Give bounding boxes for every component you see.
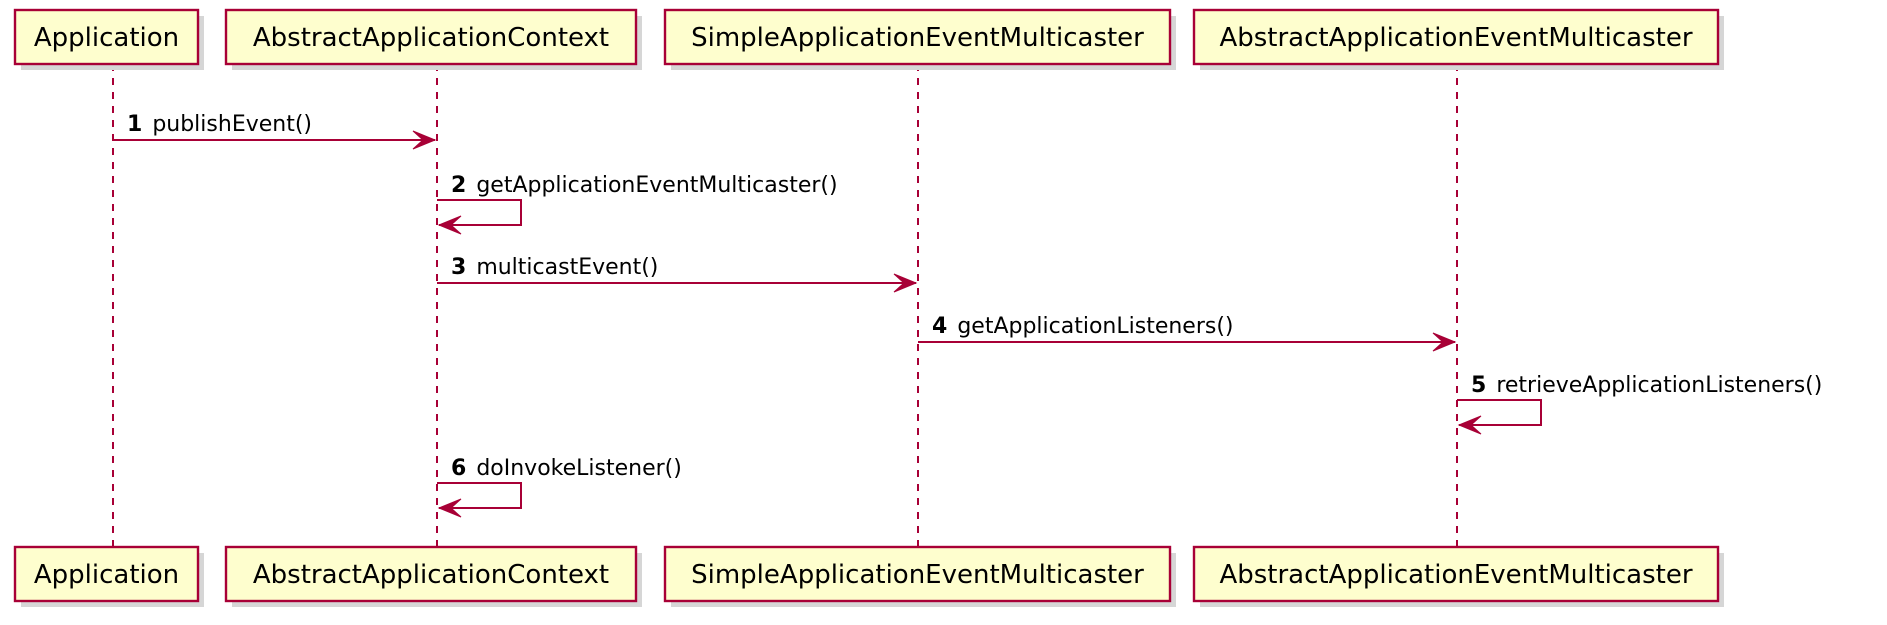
message-number: 1: [127, 112, 142, 137]
message-label: retrieveApplicationListeners(): [1496, 373, 1822, 398]
participant-abstract-application-context-top[interactable]: AbstractApplicationContext: [224, 8, 642, 70]
participant-label: Application: [34, 23, 179, 53]
message-arrow-line: [1457, 399, 1542, 426]
participant-label: SimpleApplicationEventMulticaster: [691, 560, 1144, 590]
message-label: publishEvent(): [152, 112, 312, 137]
message-number: 5: [1471, 373, 1486, 398]
message-2[interactable]: 2 getApplicationEventMulticaster(): [437, 173, 838, 235]
message-arrow-line: [437, 482, 522, 509]
message-text: 6 doInvokeListener(): [451, 456, 682, 481]
participant-application-bottom[interactable]: Application: [13, 545, 204, 607]
participant-simple-application-event-multicaster-bottom[interactable]: SimpleApplicationEventMulticaster: [663, 545, 1176, 607]
participant-label: AbstractApplicationEventMulticaster: [1219, 23, 1692, 53]
arrow-head-icon: [1457, 415, 1482, 435]
message-text: 3 multicastEvent(): [451, 255, 658, 280]
message-label: multicastEvent(): [476, 255, 658, 280]
message-number: 6: [451, 456, 466, 481]
message-4[interactable]: 4 getApplicationListeners(): [918, 314, 1457, 352]
participant-box: [224, 545, 638, 603]
message-text: 4 getApplicationListeners(): [932, 314, 1234, 339]
participant-label: Application: [34, 560, 179, 590]
participant-box: [1192, 545, 1720, 603]
arrow-head-icon: [437, 498, 462, 518]
message-label: getApplicationEventMulticaster(): [476, 173, 837, 198]
message-text: 5 retrieveApplicationListeners(): [1471, 373, 1822, 398]
arrow-head-icon: [412, 130, 437, 150]
participant-label: AbstractApplicationContext: [253, 23, 609, 53]
participant-box: [663, 8, 1172, 66]
participant-label: SimpleApplicationEventMulticaster: [691, 23, 1144, 53]
participant-box: [663, 545, 1172, 603]
participant-abstract-application-context-bottom[interactable]: AbstractApplicationContext: [224, 545, 642, 607]
message-arrow-line: [437, 199, 522, 226]
message-number: 3: [451, 255, 466, 280]
participant-box: [1192, 8, 1720, 66]
participant-abstract-application-event-multicaster-bottom[interactable]: AbstractApplicationEventMulticaster: [1192, 545, 1724, 607]
message-number: 2: [451, 173, 466, 198]
message-1[interactable]: 1 publishEvent(): [113, 112, 437, 150]
message-label: getApplicationListeners(): [957, 314, 1233, 339]
message-5[interactable]: 5 retrieveApplicationListeners(): [1457, 373, 1822, 435]
message-3[interactable]: 3 multicastEvent(): [437, 255, 918, 293]
participant-box: [13, 8, 200, 66]
participant-box: [13, 545, 200, 603]
message-label: doInvokeListener(): [476, 456, 682, 481]
participant-application-top[interactable]: Application: [13, 8, 204, 70]
message-text: 2 getApplicationEventMulticaster(): [451, 173, 838, 198]
participant-box: [224, 8, 638, 66]
message-number: 4: [932, 314, 947, 339]
participant-abstract-application-event-multicaster-top[interactable]: AbstractApplicationEventMulticaster: [1192, 8, 1724, 70]
message-text: 1 publishEvent(): [127, 112, 312, 137]
participant-simple-application-event-multicaster-top[interactable]: SimpleApplicationEventMulticaster: [663, 8, 1176, 70]
arrow-head-icon: [437, 215, 462, 235]
arrow-head-icon: [893, 273, 918, 293]
arrow-head-icon: [1432, 332, 1457, 352]
participant-label: AbstractApplicationContext: [253, 560, 609, 590]
message-6[interactable]: 6 doInvokeListener(): [437, 456, 682, 518]
participant-label: AbstractApplicationEventMulticaster: [1219, 560, 1692, 590]
